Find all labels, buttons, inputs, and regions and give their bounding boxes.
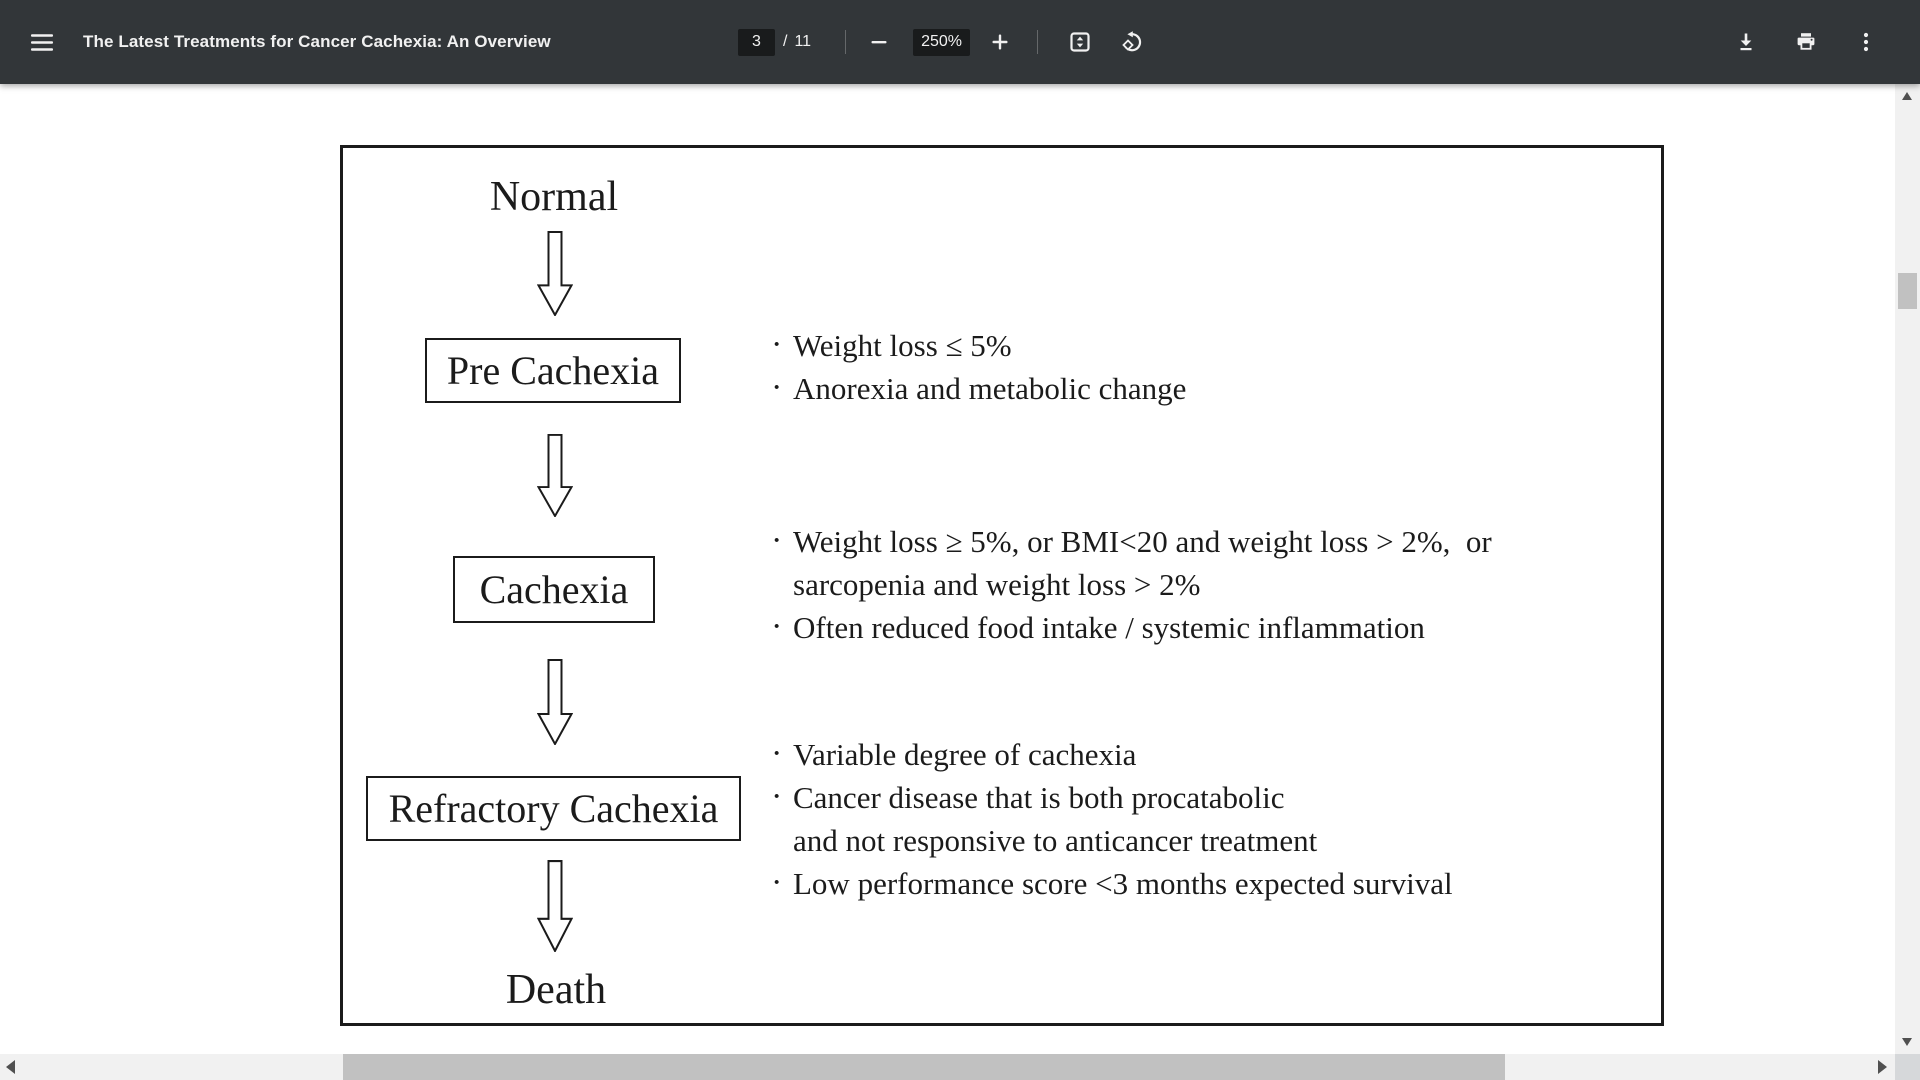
bullet-line: Anorexia and metabolic change [771,366,1186,410]
zoom-out-icon [871,41,887,44]
stage-cachexia: Cachexia [453,556,655,623]
vertical-scrollbar-thumb[interactable] [1898,273,1917,309]
cachexia-bullets: Weight loss ≥ 5%, or BMI<20 and weight l… [771,519,1492,649]
scroll-down-icon[interactable] [1902,1038,1912,1046]
down-arrow-icon [537,231,573,316]
page-separator: / [783,33,788,50]
page-number-input[interactable] [738,28,775,56]
toolbar-divider [845,30,847,54]
document-title: The Latest Treatments for Cancer Cachexi… [83,32,551,51]
bullet-line: Low performance score <3 months expected… [771,861,1453,905]
scroll-left-icon[interactable] [6,1060,15,1074]
rotate-ccw-icon [1122,31,1142,52]
vertical-scrollbar[interactable] [1895,84,1920,1054]
rotate-button[interactable] [1112,22,1152,62]
scroll-right-icon[interactable] [1878,1060,1887,1074]
toolbar-right [1726,0,1886,84]
scrollbar-corner [1895,1054,1920,1080]
download-icon [1740,33,1752,51]
toolbar-center: / 11 250% [738,0,1152,84]
print-icon [1797,33,1815,50]
stage-death: Death [505,967,607,1013]
bullet-line: Cancer disease that is both procatabolic [771,775,1453,819]
fit-page-icon [1070,32,1090,52]
down-arrow-icon [537,860,573,952]
bullet-line: Weight loss ≥ 5%, or BMI<20 and weight l… [771,519,1492,563]
toolbar-left: The Latest Treatments for Cancer Cachexi… [22,0,551,84]
down-arrow-icon [537,434,573,517]
bullet-line: Weight loss ≤ 5% [771,323,1186,367]
menu-icon [31,33,53,51]
print-button[interactable] [1786,22,1826,62]
zoom-out-button[interactable] [859,22,899,62]
scroll-up-icon[interactable] [1902,92,1912,100]
bullet-line: Variable degree of cachexia [771,732,1453,776]
stage-normal: Normal [489,174,619,220]
bullet-line: Often reduced food intake / systemic inf… [771,605,1492,649]
page-count: 11 [794,33,812,50]
horizontal-scrollbar[interactable] [0,1054,1895,1080]
zoom-in-button[interactable] [980,22,1020,62]
stage-pre-cachexia: Pre Cachexia [425,338,681,403]
down-arrow-icon [537,659,573,745]
horizontal-scrollbar-thumb[interactable] [343,1054,1505,1080]
pre-cachexia-bullets: Weight loss ≤ 5% Anorexia and metabolic … [771,323,1186,410]
pdf-page: Normal Pre Cachexia Weight loss ≤ 5% Ano… [0,84,1895,1054]
stage-refractory-cachexia: Refractory Cachexia [366,776,741,841]
more-vertical-icon [1863,32,1869,52]
zoom-level: 250% [913,28,971,56]
toolbar-divider [1037,30,1039,54]
zoom-in-icon [992,34,1008,50]
bullet-line-continuation: and not responsive to anticancer treatme… [793,823,1318,858]
more-options-button[interactable] [1846,22,1886,62]
figure-frame: Normal Pre Cachexia Weight loss ≤ 5% Ano… [340,145,1664,1026]
pdf-toolbar: The Latest Treatments for Cancer Cachexi… [0,0,1920,84]
fit-page-button[interactable] [1060,22,1100,62]
download-button[interactable] [1726,22,1766,62]
refractory-cachexia-bullets: Variable degree of cachexia Cancer disea… [771,732,1453,905]
menu-button[interactable] [22,22,62,62]
bullet-line-continuation: sarcopenia and weight loss > 2% [793,567,1201,602]
